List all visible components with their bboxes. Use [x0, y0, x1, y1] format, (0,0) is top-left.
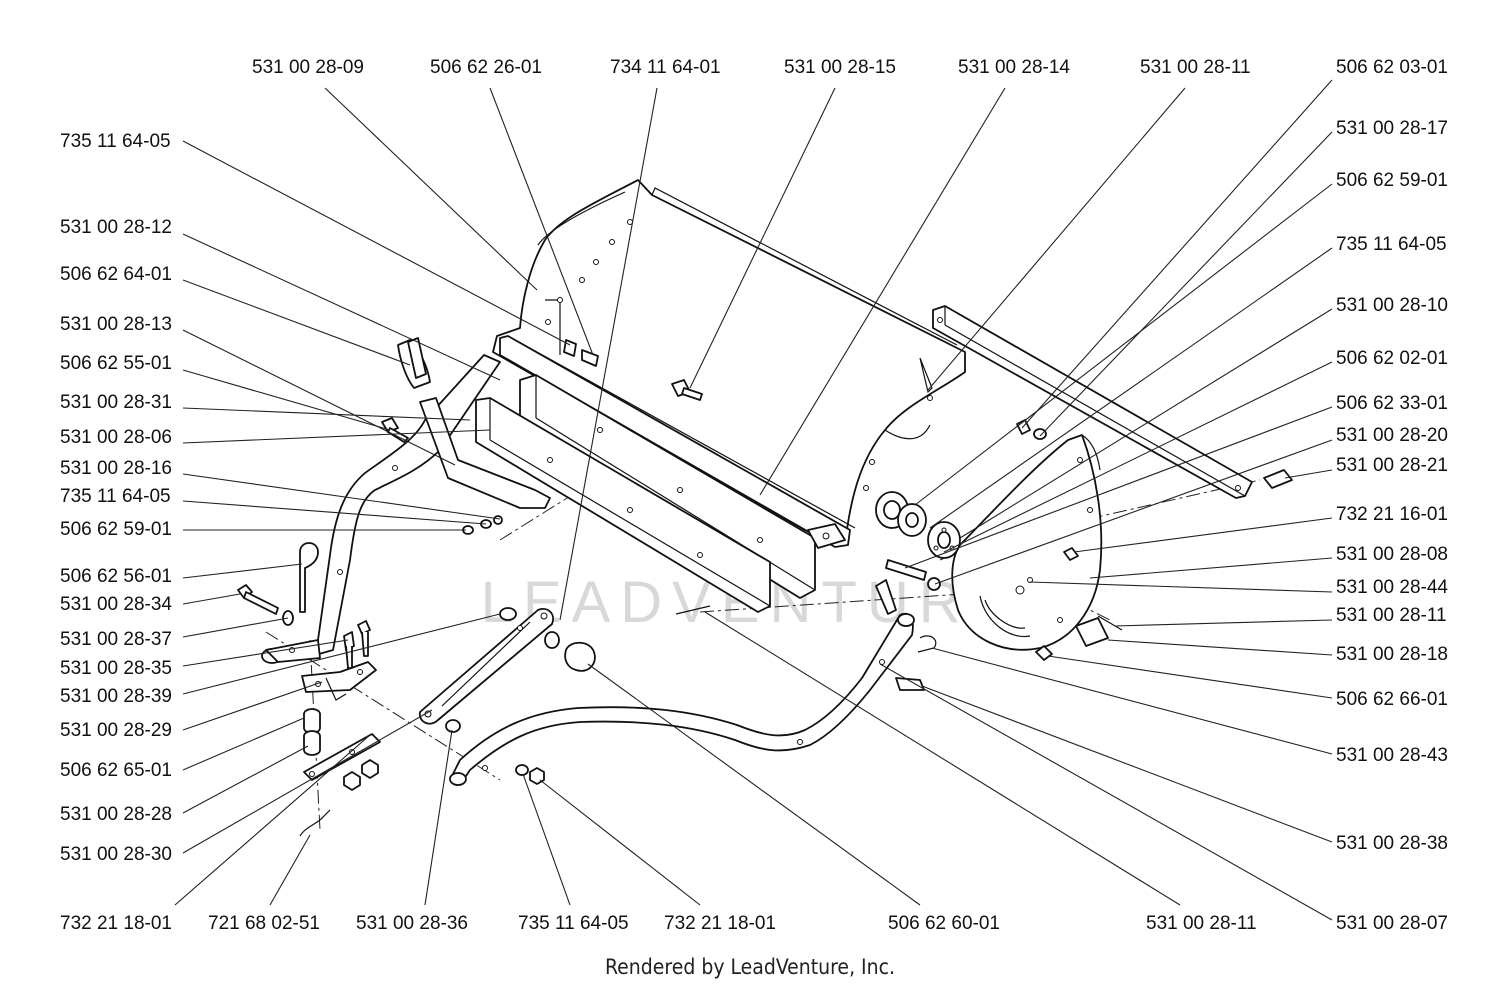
hardware: [237, 337, 1293, 837]
part-label: 531 00 28-31: [60, 392, 172, 413]
rear-rail: [932, 305, 1253, 499]
part-label: 506 62 59-01: [1336, 170, 1448, 191]
part-label: 531 00 28-10: [1336, 295, 1448, 316]
footer-credit: Rendered by LeadVenture, Inc.: [605, 955, 895, 979]
lower-strip: [475, 397, 771, 613]
part-label: 531 00 28-44: [1336, 577, 1448, 598]
part-label: 506 62 60-01: [888, 913, 1000, 934]
handle-left: [261, 354, 501, 664]
part-label: 732 21 18-01: [664, 913, 776, 934]
part-label: 531 00 28-21: [1336, 455, 1448, 476]
part-label: 506 62 03-01: [1336, 57, 1448, 78]
part-label: 531 00 28-37: [60, 629, 172, 650]
part-label: 734 11 64-01: [610, 57, 721, 78]
part-label: 531 00 28-07: [1336, 913, 1448, 934]
part-label: 531 00 28-13: [60, 314, 172, 335]
bracket-stack: [301, 661, 381, 791]
hub-assembly: [807, 491, 961, 559]
part-label: 735 11 64-05: [60, 486, 171, 507]
side-plate: [951, 434, 1103, 651]
part-label: 506 62 02-01: [1336, 348, 1448, 369]
part-label: 531 00 28-34: [60, 594, 172, 615]
part-label: 506 62 26-01: [430, 57, 542, 78]
part-label: 531 00 28-12: [60, 217, 172, 238]
part-label: 721 68 02-51: [208, 913, 320, 934]
leader-lines: [174, 79, 1333, 921]
part-labels: 531 00 28-09 506 62 26-01 734 11 64-01 5…: [60, 57, 1448, 934]
part-label: 531 00 28-38: [1336, 833, 1448, 854]
part-label: 531 00 28-18: [1336, 644, 1448, 665]
part-label: 506 62 33-01: [1336, 393, 1448, 414]
part-label: 735 11 64-05: [60, 131, 171, 152]
part-label: 732 21 16-01: [1336, 504, 1448, 525]
part-label: 531 00 28-09: [252, 57, 364, 78]
part-label: 506 62 65-01: [60, 760, 172, 781]
part-label: 531 00 28-14: [958, 57, 1070, 78]
part-label: 531 00 28-29: [60, 720, 172, 741]
part-label: 531 00 28-36: [356, 913, 468, 934]
part-label: 531 00 28-43: [1336, 745, 1448, 766]
part-label: 732 21 18-01: [60, 913, 172, 934]
part-label: 735 11 64-05: [518, 913, 629, 934]
part-label: 506 62 59-01: [60, 519, 172, 540]
part-label: 735 11 64-05: [1336, 234, 1447, 255]
part-label: 531 00 28-16: [60, 458, 172, 479]
handle-right: [449, 612, 915, 786]
part-label: 531 00 28-17: [1336, 118, 1448, 139]
part-label: 506 62 56-01: [60, 566, 172, 587]
part-label: 531 00 28-30: [60, 844, 172, 865]
part-label: 531 00 28-20: [1336, 425, 1448, 446]
part-label: 531 00 28-35: [60, 658, 172, 679]
part-label: 531 00 28-06: [60, 427, 172, 448]
part-label: 506 62 64-01: [60, 264, 172, 285]
part-label: 531 00 28-11: [1140, 57, 1251, 78]
part-label: 531 00 28-28: [60, 804, 172, 825]
part-label: 531 00 28-11: [1146, 913, 1257, 934]
part-label: 506 62 66-01: [1336, 689, 1448, 710]
part-label: 531 00 28-08: [1336, 544, 1448, 565]
part-label: 531 00 28-11: [1336, 605, 1447, 626]
part-label: 531 00 28-39: [60, 686, 172, 707]
upper-bar: [499, 335, 856, 548]
slotted-link: [418, 608, 554, 725]
part-label: 506 62 55-01: [60, 353, 172, 374]
part-label: 531 00 28-15: [784, 57, 896, 78]
